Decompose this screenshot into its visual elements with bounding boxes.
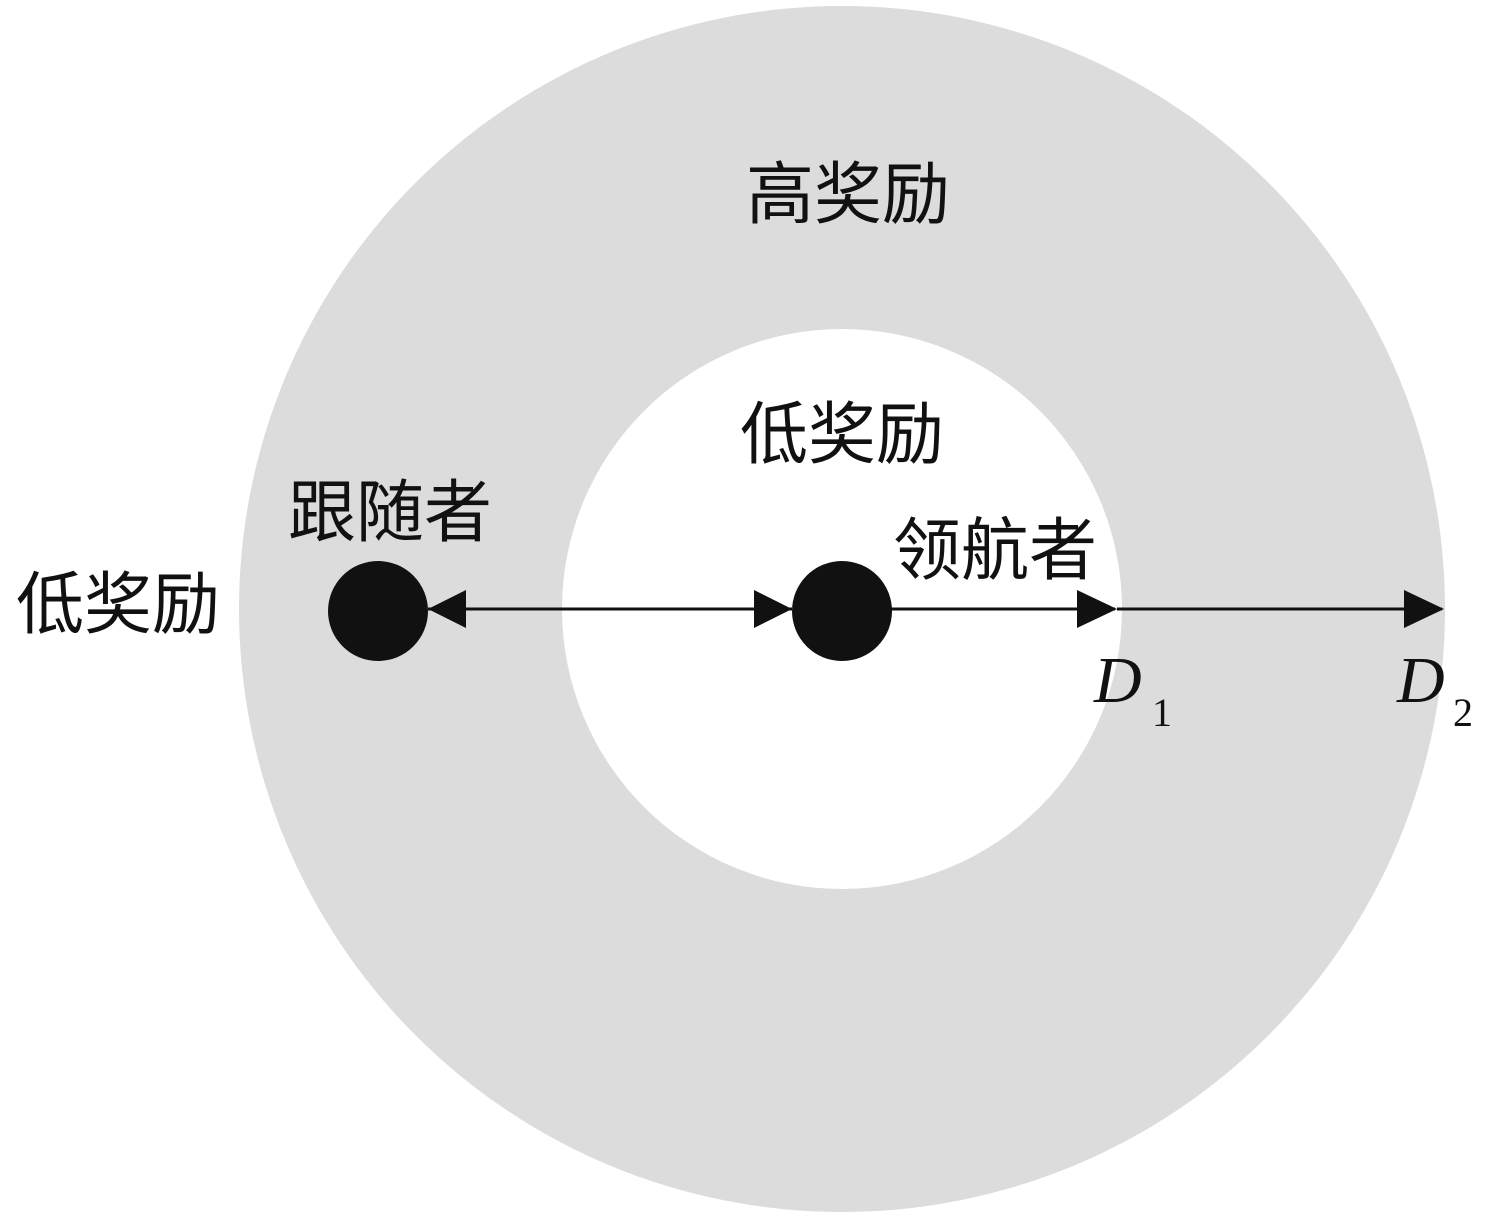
leader-label: 领航者 — [893, 512, 1097, 591]
d2-label: D — [1396, 644, 1445, 717]
d1-subscript: 1 — [1152, 690, 1172, 735]
leader-dot — [792, 561, 892, 661]
d1-label: D — [1093, 644, 1142, 717]
arrowhead-right — [754, 590, 792, 628]
follower-dot — [328, 561, 428, 661]
inner-zone-label: 低奖励 — [740, 396, 944, 475]
arrowhead-d2 — [1404, 590, 1444, 628]
arrowhead-d1 — [1077, 590, 1117, 628]
outer-zone-label: 高奖励 — [746, 156, 950, 235]
d2-subscript: 2 — [1453, 690, 1473, 735]
arrowhead-left — [428, 590, 466, 628]
outside-zone-label: 低奖励 — [16, 566, 220, 645]
follower-label: 跟随者 — [288, 474, 492, 553]
